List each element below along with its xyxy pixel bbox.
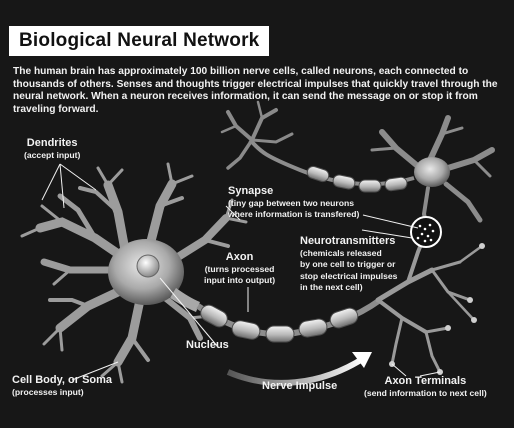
label-axon-terminals: Axon Terminals (send information to next… [364,375,487,399]
neurotransmitters-sub4: in the next cell) [300,282,363,292]
title-box: Biological Neural Network [9,26,270,56]
dendrites-title: Dendrites [26,137,78,149]
label-nerve-impulse: Nerve Impulse [262,380,338,393]
third-neuron-dendrites [220,100,294,170]
nerve-impulse-arrow [226,355,366,386]
second-axon [248,138,415,193]
terminal-bulbs [389,229,485,375]
label-neurotransmitters: Neurotransmitters (chemicals released by… [300,235,398,294]
synapse-circle [410,216,442,248]
neurotransmitters-title: Neurotransmitters [300,235,396,247]
dendrites-sub: (accept input) [24,149,81,160]
neurotransmitters-sub2: by one cell to trigger or [300,259,396,269]
neurotransmitter-dots [416,223,435,243]
label-dendrites: Dendrites (accept input) [24,137,81,161]
axon-terminals-sub: (send information to next cell) [364,387,487,398]
nucleus-title: Nucleus [186,339,229,351]
nucleus-shape [136,254,160,278]
synapse-title: Synapse [228,185,274,197]
main-axon [196,297,382,343]
axon-sub2: input into output) [204,275,276,285]
nerve-impulse-title: Nerve Impulse [262,380,338,392]
second-soma-shape [414,157,450,187]
label-axon: Axon (turns processed input into output) [204,251,276,287]
main-dendrites [20,162,248,384]
label-nucleus: Nucleus [186,339,229,352]
axon-terminals-title: Axon Terminals [384,375,467,387]
axon-terminal-branches [375,230,484,374]
axon-sub1: (turns processed [204,263,275,274]
neurotransmitters-sub3: stop electrical impulses [300,270,398,281]
leader-lines [41,163,441,381]
page-title: Biological Neural Network [19,30,260,51]
synapse-sub2: where information is transfered) [228,209,360,219]
cell-body-title: Cell Body, or Soma [12,374,113,386]
label-synapse: Synapse (tiny gap between two neurons wh… [228,185,360,221]
synapse-sub1: (tiny gap between two neurons [228,197,355,208]
neurotransmitters-sub1: (chemicals released [300,247,382,258]
intro-paragraph: The human brain has approximately 100 bi… [13,66,498,115]
label-cell-body: Cell Body, or Soma (processes input) [12,374,113,398]
cell-body-sub: (processes input) [12,386,84,397]
axon-title: Axon [225,251,254,263]
